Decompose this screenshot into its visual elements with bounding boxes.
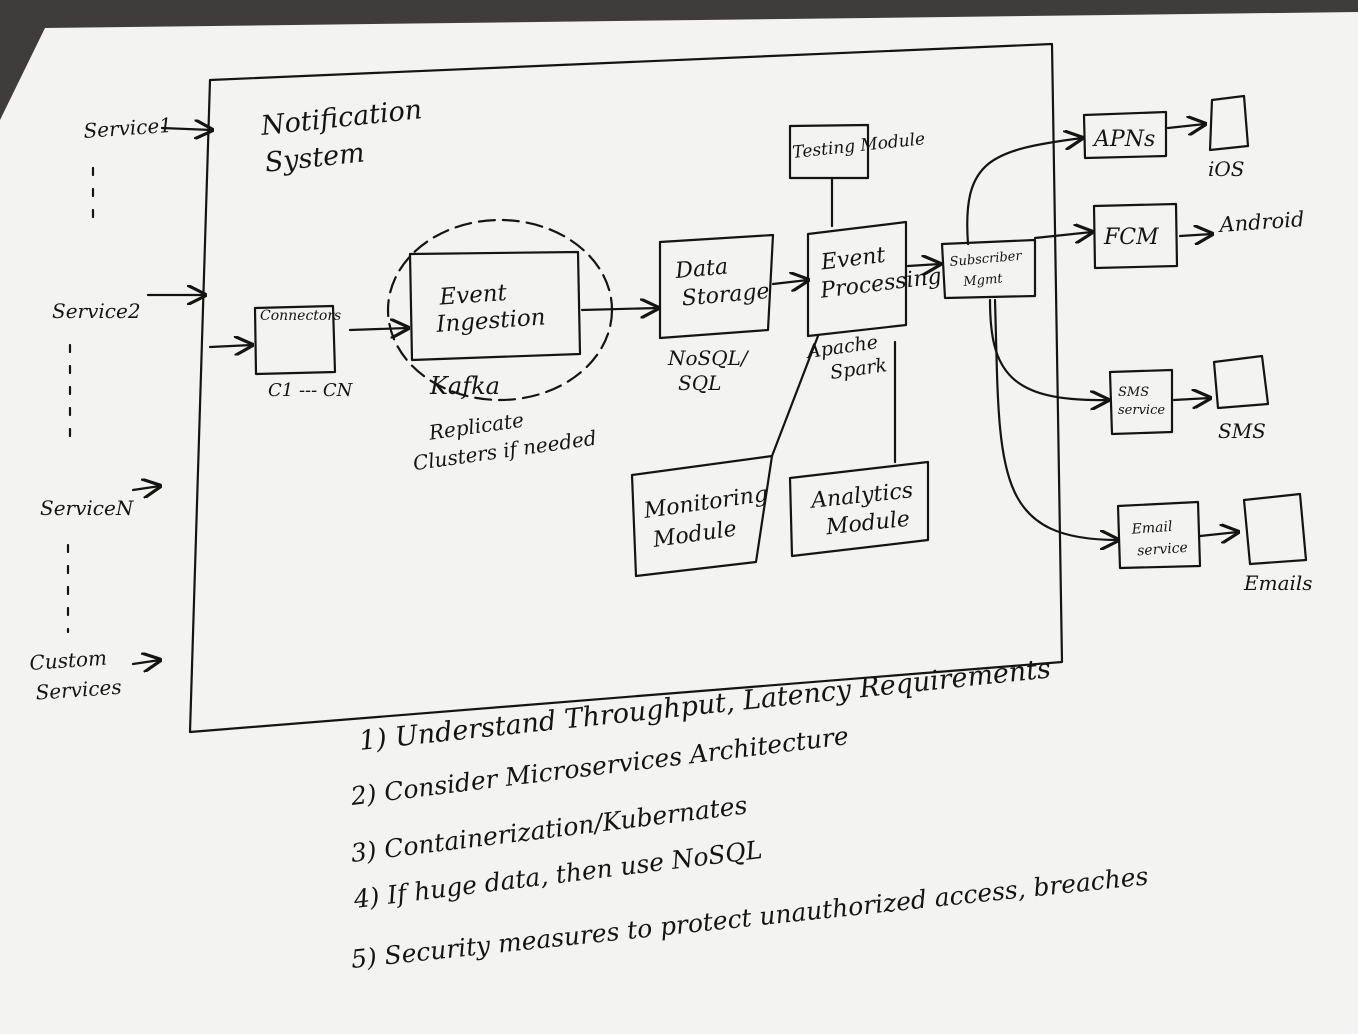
subscriber-mgmt-box (940, 238, 1037, 300)
data-storage-tech-line2: SQL (678, 371, 721, 395)
svg-text:SMS service: SMS service (1118, 385, 1165, 418)
source-service2-label: Service2 (52, 299, 141, 323)
arrow-connectors-ingestion (348, 328, 408, 330)
email-service-line2: service (1137, 540, 1189, 559)
system-boundary (188, 42, 1064, 734)
fcm-label: FCM (1103, 225, 1159, 250)
sms-label: SMS (1218, 419, 1266, 443)
sms-service-line1: SMS (1118, 385, 1149, 400)
email-service-box (1116, 500, 1202, 570)
sms-service-line2: service (1118, 403, 1165, 418)
sms-device-icon (1212, 354, 1270, 410)
sms-service-box (1108, 368, 1174, 436)
arrow-apns-ios (1166, 124, 1205, 128)
paper-sheet (0, 12, 1358, 1034)
email-service-line1: Email (1130, 519, 1173, 538)
route-email (993, 298, 1118, 540)
source-custom-line2: Services (35, 675, 123, 705)
arrow-serviceN (131, 486, 160, 490)
subscriber-mgmt-line1: Subscriber (949, 249, 1023, 270)
arrow-email-device (1198, 532, 1238, 536)
arrow-sms-device (1172, 398, 1210, 400)
svg-text:Event Ingestion: Event Ingestion (433, 277, 547, 338)
arrow-to-connectors (208, 345, 252, 347)
svg-text:Subscriber Mgmt: Subscriber Mgmt (949, 248, 1028, 291)
ios-device-icon (1208, 94, 1250, 152)
data-storage-label-line1: Data (673, 254, 729, 284)
data-storage-box (658, 233, 775, 340)
arrow-fcm-android (1178, 234, 1212, 236)
line-monitoring-processing (770, 334, 820, 458)
arrow-processing-subscriber (906, 264, 940, 266)
svg-text:Email service: Email service (1130, 518, 1188, 560)
ios-label: iOS (1208, 157, 1245, 181)
arrow-ingestion-storage (580, 308, 658, 310)
source-custom-line1: Custom (29, 646, 108, 675)
monitoring-module-box (630, 454, 774, 578)
route-sms (988, 298, 1108, 400)
event-ingestion-box (408, 250, 582, 362)
testing-module-box (788, 123, 870, 180)
arrow-custom (131, 660, 160, 664)
kafka-label: Kafka (429, 372, 500, 400)
analytics-module-box (788, 460, 930, 558)
apns-box (1082, 110, 1168, 160)
apns-label: APNs (1092, 127, 1155, 152)
email-device-icon (1242, 492, 1308, 566)
emails-label: Emails (1243, 571, 1313, 595)
route-apns (966, 138, 1082, 246)
data-storage-tech-line1: NoSQL/ (667, 346, 750, 370)
source-serviceN-label: ServiceN (40, 496, 135, 520)
event-processing-box (806, 220, 908, 338)
connectors-label: Connectors (260, 308, 341, 324)
arrow-storage-processing (771, 280, 808, 284)
svg-text:NoSQL/ SQL: NoSQL/ SQL (667, 346, 754, 395)
ellipsis-marks (66, 166, 95, 634)
event-ingestion-label-line1: Event (438, 280, 509, 311)
connectors-box (253, 304, 337, 376)
subscriber-mgmt-line2: Mgmt (962, 271, 1004, 290)
route-fcm (1033, 232, 1092, 238)
connectors-note: C1 --- CN (268, 380, 354, 401)
fcm-box (1092, 202, 1179, 270)
arrow-service1 (160, 128, 212, 130)
svg-text:Custom Services: Custom Services (29, 645, 123, 705)
